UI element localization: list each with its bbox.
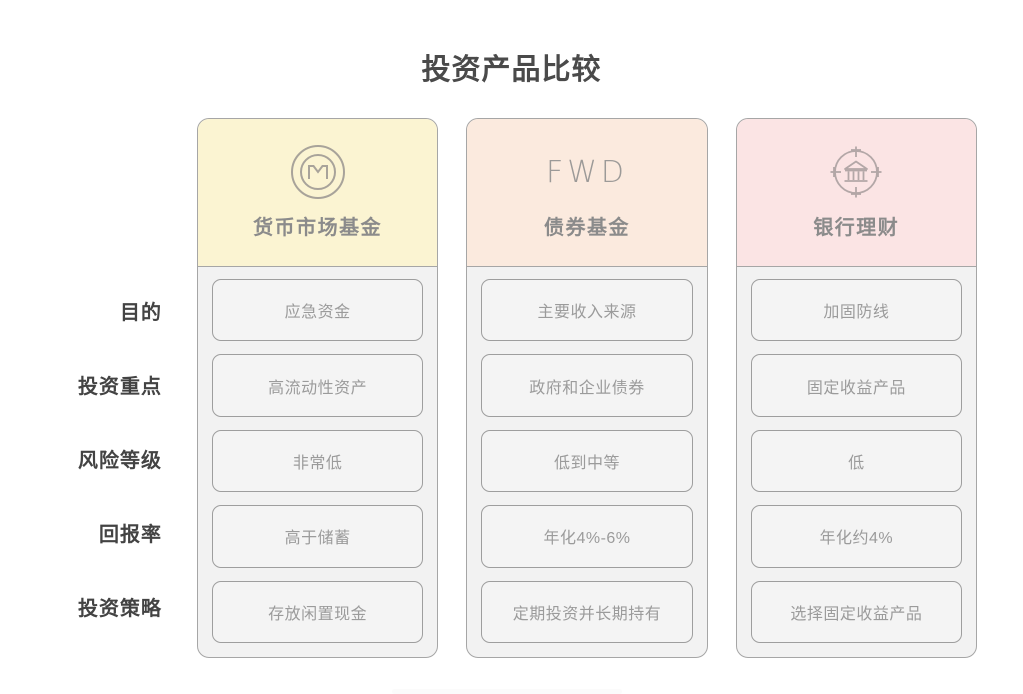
card-title-bank-wealth: 银行理财 bbox=[813, 217, 900, 239]
card-header-money-market: 货币市场基金 bbox=[198, 119, 438, 267]
cell-money-market-purpose: 应急资金 bbox=[212, 279, 424, 342]
product-card-money-market[interactable]: 货币市场基金 应急资金 高流动性资产 非常低 高于储蓄 存放闲置现金 bbox=[197, 118, 439, 658]
card-body-bond-fund: 主要收入来源 政府和企业债券 低到中等 年化4%-6% 定期投资并长期持有 bbox=[467, 267, 706, 657]
cell-bank-wealth-strategy: 选择固定收益产品 bbox=[750, 580, 962, 644]
product-card-bank-wealth[interactable]: 银行理财 加固防线 固定收益产品 低 年化约4% 选择固定收益产品 bbox=[735, 118, 977, 658]
bank-target-icon bbox=[827, 141, 885, 203]
page-title: 投资产品比较 bbox=[421, 54, 602, 86]
cell-bond-fund-purpose: 主要收入来源 bbox=[481, 279, 693, 342]
row-label-return: 回报率 bbox=[99, 524, 162, 546]
row-label-focus: 投资重点 bbox=[78, 376, 162, 398]
row-label-strategy: 投资策略 bbox=[78, 598, 162, 620]
cell-money-market-return: 高于储蓄 bbox=[212, 505, 424, 568]
bottom-scroll-indicator[interactable] bbox=[392, 689, 622, 694]
cell-bond-fund-risk: 低到中等 bbox=[481, 429, 693, 493]
row-label-purpose: 目的 bbox=[120, 302, 162, 324]
fwd-wordmark-icon: FWD bbox=[546, 141, 628, 203]
cell-bond-fund-return: 年化4%-6% bbox=[481, 505, 693, 568]
card-body-money-market: 应急资金 高流动性资产 非常低 高于储蓄 存放闲置现金 bbox=[198, 267, 437, 657]
cell-bank-wealth-return: 年化约4% bbox=[750, 505, 962, 568]
card-header-bank-wealth: 银行理财 bbox=[736, 119, 976, 267]
row-label-column: 目的 投资重点 风险等级 回报率 投资策略 bbox=[0, 118, 190, 658]
comparison-table: 目的 投资重点 风险等级 回报率 投资策略 货币市场基金 应急资金 高流动性资 bbox=[0, 118, 1023, 658]
cell-bank-wealth-purpose: 加固防线 bbox=[750, 279, 962, 342]
fwd-wordmark-text: FWD bbox=[545, 154, 628, 190]
cell-bond-fund-focus: 政府和企业债券 bbox=[481, 354, 693, 417]
cell-bank-wealth-risk: 低 bbox=[750, 429, 962, 493]
cell-money-market-risk: 非常低 bbox=[212, 429, 424, 493]
product-card-bond-fund[interactable]: FWD 债券基金 主要收入来源 政府和企业债券 低到中等 年化4%-6% 定期投… bbox=[466, 118, 708, 658]
cell-money-market-focus: 高流动性资产 bbox=[212, 354, 424, 417]
cell-bank-wealth-focus: 固定收益产品 bbox=[750, 354, 962, 417]
row-label-risk: 风险等级 bbox=[78, 450, 162, 472]
card-body-bank-wealth: 加固防线 固定收益产品 低 年化约4% 选择固定收益产品 bbox=[737, 267, 976, 657]
coin-m-icon bbox=[289, 141, 347, 203]
cell-money-market-strategy: 存放闲置现金 bbox=[212, 580, 424, 644]
card-title-bond-fund: 债券基金 bbox=[543, 217, 630, 239]
card-header-bond-fund: FWD 债券基金 bbox=[467, 119, 707, 267]
cell-bond-fund-strategy: 定期投资并长期持有 bbox=[481, 580, 693, 644]
product-card-list: 货币市场基金 应急资金 高流动性资产 非常低 高于储蓄 存放闲置现金 FWD 债… bbox=[197, 118, 977, 658]
card-title-money-market: 货币市场基金 bbox=[253, 217, 383, 239]
